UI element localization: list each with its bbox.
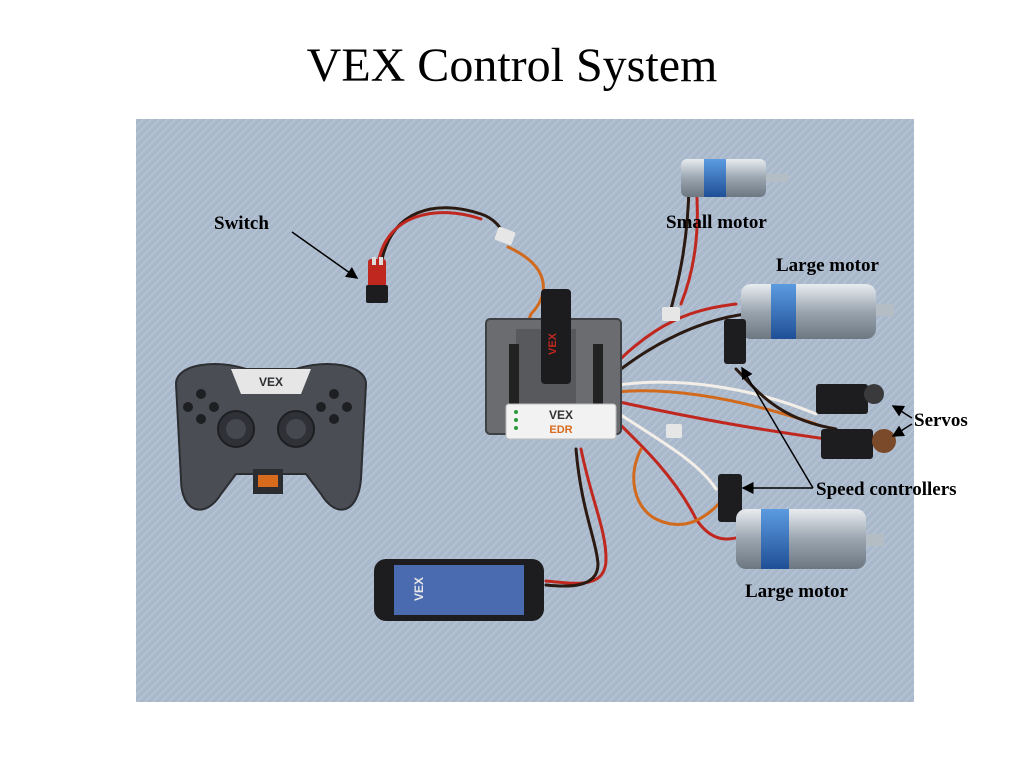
- switch-icon: [366, 257, 388, 303]
- servo-icon: [816, 384, 896, 459]
- speed-controller-icon: [724, 319, 746, 364]
- svg-text:EDR: EDR: [549, 424, 572, 436]
- label-small-motor: Small motor: [666, 212, 767, 233]
- svg-text:VEX: VEX: [412, 577, 426, 601]
- label-switch: Switch: [214, 213, 269, 234]
- svg-text:VEX: VEX: [549, 408, 573, 422]
- label-large-motor-bottom: Large motor: [745, 581, 848, 602]
- battery-icon: VEX: [374, 559, 544, 621]
- small-motor-icon: [681, 159, 788, 197]
- controller-icon: VEX: [174, 363, 368, 511]
- microcontroller-icon: VEX VEX EDR: [485, 289, 622, 440]
- label-speed-controllers: Speed controllers: [816, 479, 957, 500]
- large-motor-icon: [736, 509, 884, 569]
- label-servos: Servos: [914, 410, 968, 431]
- speed-controller-icon: [718, 474, 742, 522]
- label-large-motor-top: Large motor: [776, 255, 879, 276]
- svg-text:VEX: VEX: [259, 375, 283, 389]
- component-photo: VEX VEX VEX EDR: [136, 119, 914, 702]
- slide-title: VEX Control System: [306, 39, 718, 92]
- svg-text:VEX: VEX: [547, 332, 559, 355]
- large-motor-icon: [741, 284, 894, 339]
